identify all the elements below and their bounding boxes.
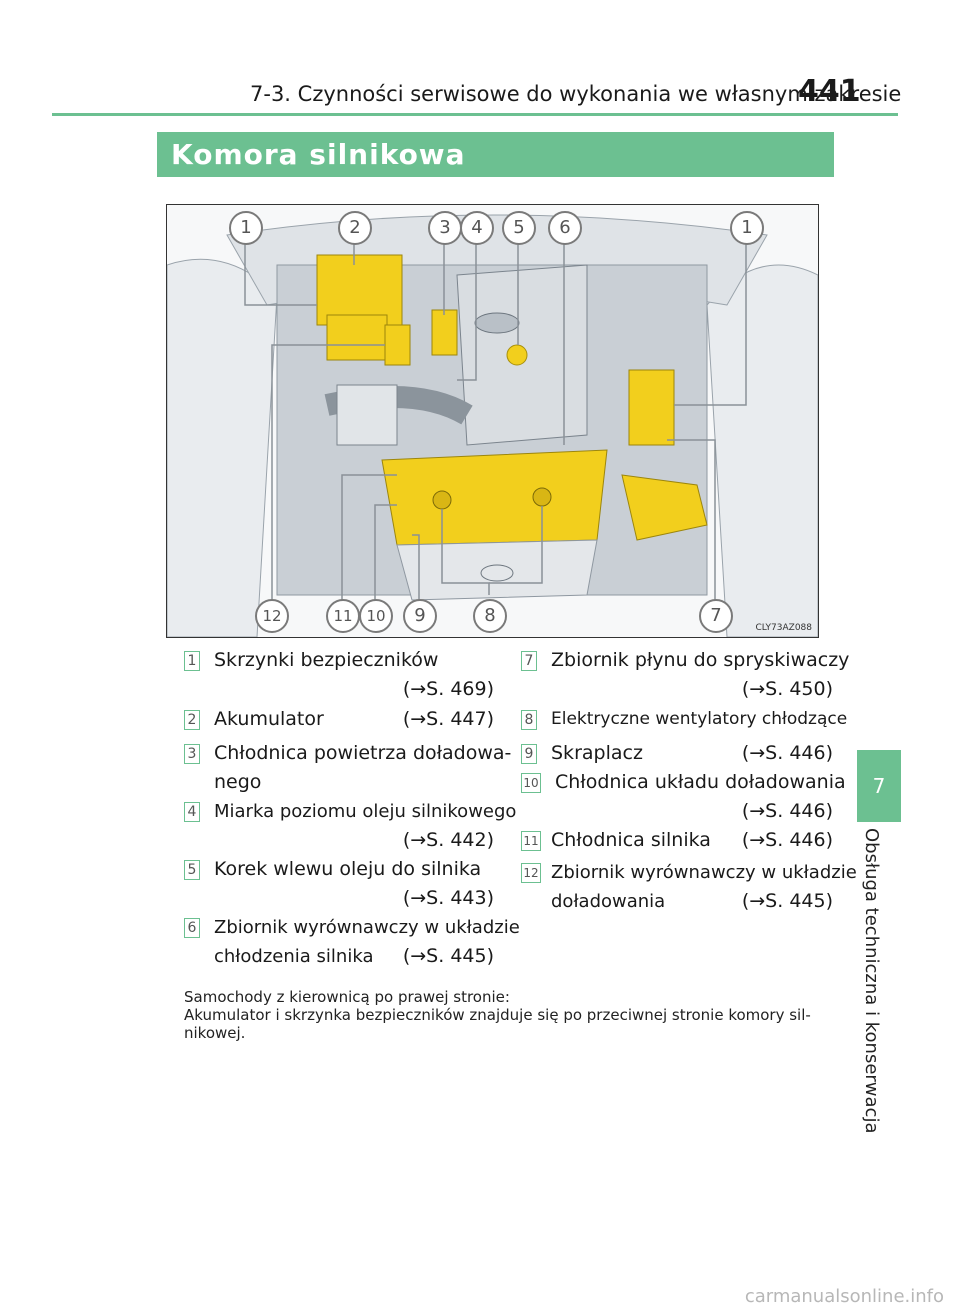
callout-1-left: 1 xyxy=(229,211,263,245)
legend-number: 11 xyxy=(521,831,541,851)
legend-number: 8 xyxy=(521,710,537,730)
legend-ref: (→S. 450) xyxy=(741,678,833,700)
legend-ref: (→S. 443) xyxy=(402,887,494,909)
callout-1-right: 1 xyxy=(730,211,764,245)
legend-number: 1 xyxy=(184,651,200,671)
legend-item-7: 7 Zbiornik płynu do spryskiwaczy (→S. 45… xyxy=(521,646,849,704)
legend-ref: (→S. 442) xyxy=(402,829,494,851)
legend-number: 3 xyxy=(184,744,200,764)
legend-number: 12 xyxy=(521,863,541,883)
engine-illustration xyxy=(167,214,818,637)
callout-3: 3 xyxy=(428,211,462,245)
legend-item-8: 8 Elektryczne wentylatory chłodzące xyxy=(521,705,847,734)
chapter-label-text: Obsługa techniczna i konserwacja xyxy=(861,828,882,1134)
callout-6: 6 xyxy=(548,211,582,245)
section-banner: Komora silnikowa xyxy=(157,132,834,177)
legend-number: 7 xyxy=(521,651,537,671)
legend-text: Chłodnica układu doładowania xyxy=(555,771,846,793)
legend-item-12: 12 Zbiornik wyrównawczy w układzie doład… xyxy=(521,858,857,916)
callout-9: 9 xyxy=(403,599,437,633)
figure-code: CLY73AZ088 xyxy=(755,623,812,633)
legend-number: 10 xyxy=(521,773,541,793)
legend-item-11: 11 Chłodnica silnika (→S. 446) xyxy=(521,826,833,855)
legend-text: Chłodnica powietrza doładowa- xyxy=(214,742,512,764)
legend-text: Skrzynki bezpieczników xyxy=(214,649,439,671)
callout-5: 5 xyxy=(502,211,536,245)
running-head: 7-3. Czynności serwisowe do wykonania we… xyxy=(250,82,902,106)
legend-item-6: 6 Zbiornik wyrównawczy w układzie chłodz… xyxy=(184,913,520,971)
legend-text: Miarka poziomu oleju silnikowego xyxy=(214,801,517,822)
legend-number: 4 xyxy=(184,802,200,822)
note: Samochody z kierownicą po prawej stronie… xyxy=(184,988,844,1042)
chapter-number: 7 xyxy=(872,774,886,798)
legend-text-line2: nego xyxy=(214,771,262,793)
legend-item-10: 10 Chłodnica układu doładowania (→S. 446… xyxy=(521,768,846,826)
legend-text: Akumulator xyxy=(214,708,324,730)
legend-ref: (→S. 446) xyxy=(741,829,833,851)
legend-ref: (→S. 447) xyxy=(402,708,494,730)
engine-compartment-figure: 1 2 3 4 5 6 1 12 11 10 9 8 7 CLY73AZ088 xyxy=(166,204,819,638)
legend-ref: (→S. 446) xyxy=(741,742,833,764)
callout-11: 11 xyxy=(326,599,360,633)
chapter-tab: 7 xyxy=(857,750,901,822)
callout-10: 10 xyxy=(359,599,393,633)
legend-item-1: 1 Skrzynki bezpieczników (→S. 469) xyxy=(184,646,494,704)
legend-text: Korek wlewu oleju do silnika xyxy=(214,858,482,880)
legend-ref: (→S. 445) xyxy=(741,890,833,912)
callout-7: 7 xyxy=(699,599,733,633)
section-title: Komora silnikowa xyxy=(171,138,466,171)
chapter-label: Obsługa techniczna i konserwacja xyxy=(861,828,900,1133)
page-number: 441 xyxy=(798,74,861,109)
note-line-1: Samochody z kierownicą po prawej stronie… xyxy=(184,988,510,1006)
callout-12: 12 xyxy=(255,599,289,633)
legend-text: Zbiornik wyrównawczy w układzie xyxy=(214,917,520,938)
legend-ref: (→S. 446) xyxy=(741,800,833,822)
watermark: carmanualsonline.info xyxy=(744,1286,944,1307)
note-line-2: Akumulator i skrzynka bezpieczników znaj… xyxy=(184,1006,811,1042)
legend-ref: (→S. 469) xyxy=(402,678,494,700)
callout-8: 8 xyxy=(473,599,507,633)
callout-4: 4 xyxy=(460,211,494,245)
legend-item-5: 5 Korek wlewu oleju do silnika (→S. 443) xyxy=(184,855,494,913)
legend-text: Elektryczne wentylatory chłodzące xyxy=(551,709,848,729)
legend-ref: (→S. 445) xyxy=(402,945,494,967)
legend-text: Zbiornik wyrównawczy w układzie xyxy=(551,862,857,883)
legend-number: 2 xyxy=(184,710,200,730)
legend-text: Skraplacz xyxy=(551,742,643,764)
legend-item-3: 3 Chłodnica powietrza doładowa- nego xyxy=(184,739,511,797)
legend-item-2: 2 Akumulator (→S. 447) xyxy=(184,705,494,734)
header-rule xyxy=(52,113,898,116)
legend-text-line2: doładowania xyxy=(551,891,666,912)
legend-item-9: 9 Skraplacz (→S. 446) xyxy=(521,739,833,768)
legend-text: Chłodnica silnika xyxy=(551,829,711,851)
legend-text-line2: chłodzenia silnika xyxy=(214,946,374,967)
legend-text: Zbiornik płynu do spryskiwaczy xyxy=(551,649,850,671)
legend-item-4: 4 Miarka poziomu oleju silnikowego (→S. … xyxy=(184,797,516,855)
callout-2: 2 xyxy=(338,211,372,245)
legend-number: 5 xyxy=(184,860,200,880)
legend-number: 6 xyxy=(184,918,200,938)
legend-number: 9 xyxy=(521,744,537,764)
